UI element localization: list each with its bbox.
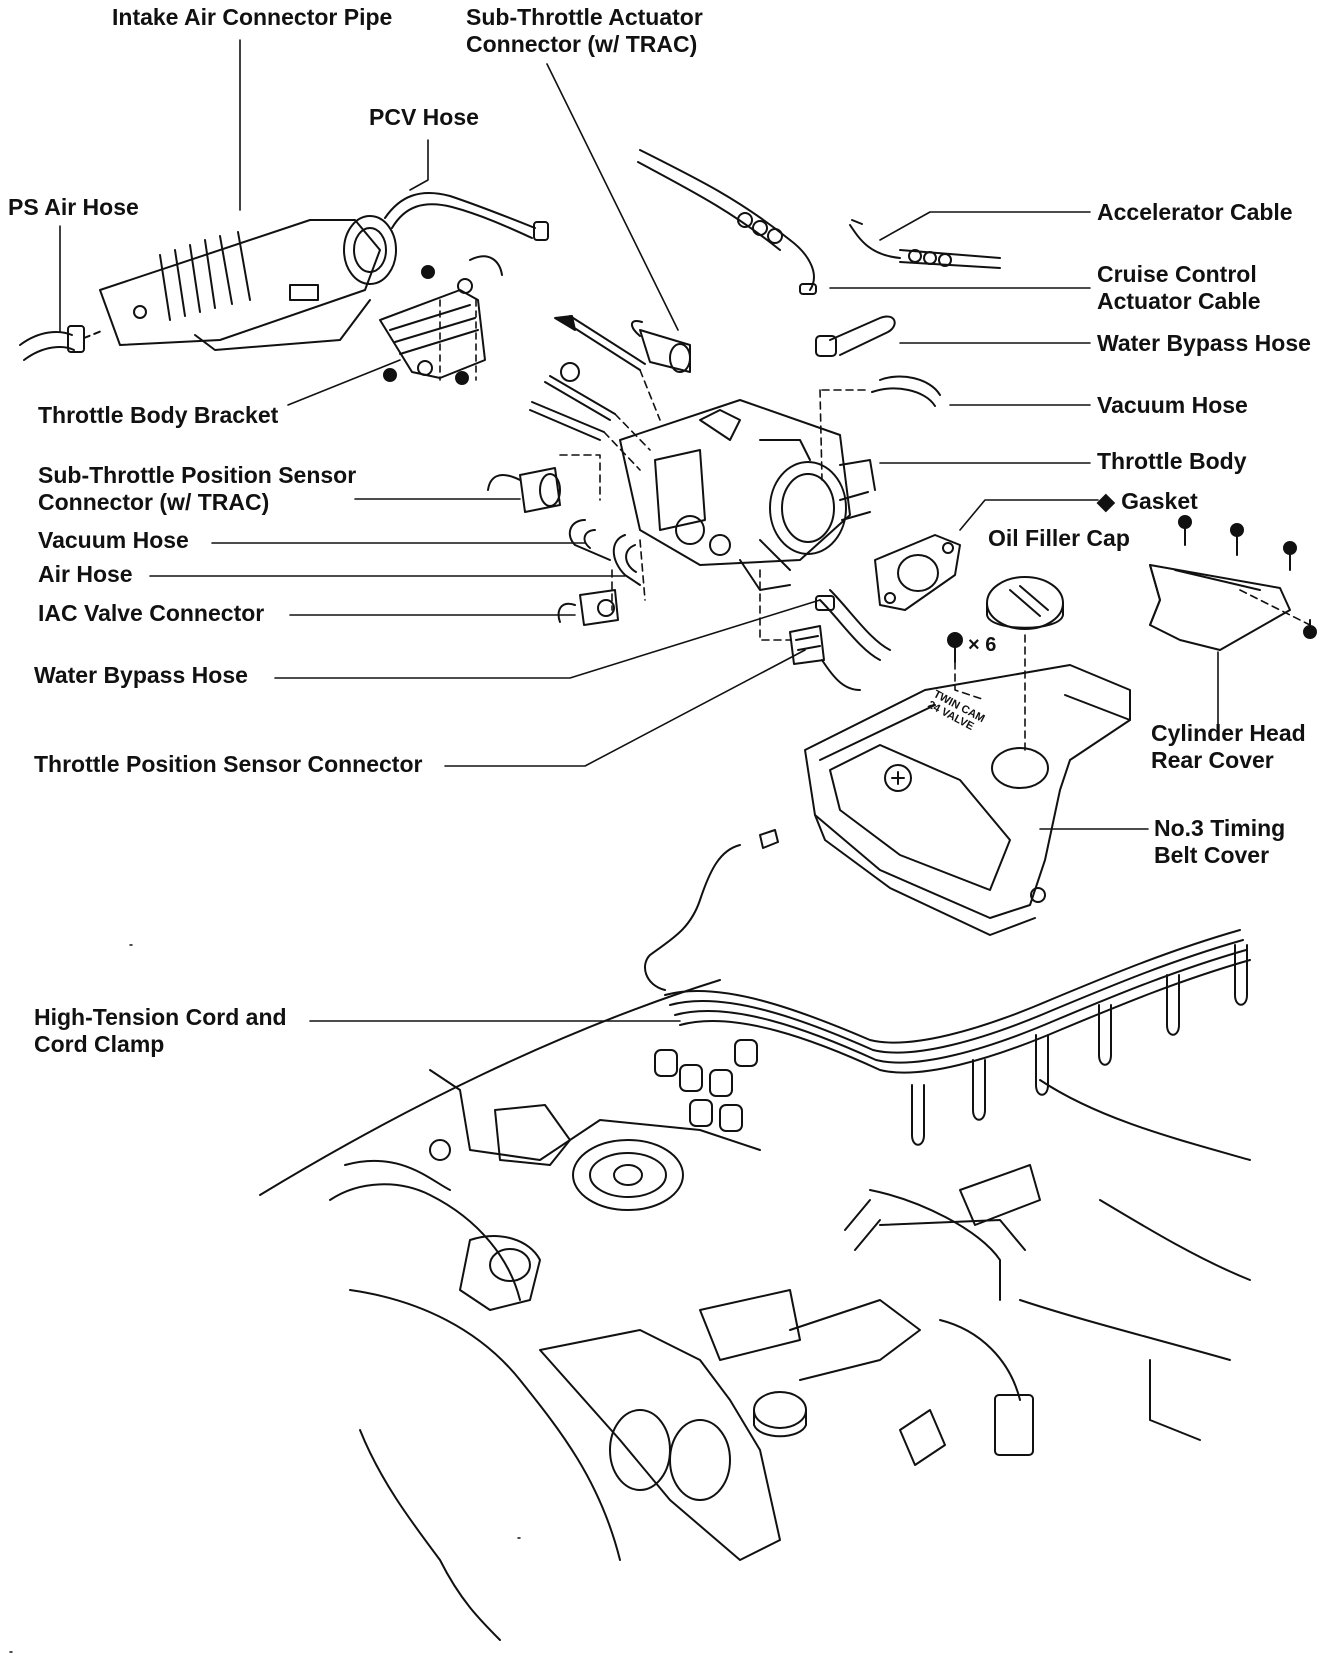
oil-filler-cap [986,576,1064,630]
label-gasket: ◆ Gasket [1097,488,1198,514]
timing-belt-cover [804,664,1131,936]
sub-throttle-actuator-connector [631,320,691,373]
gasket [874,534,961,611]
label-line-1: Sub-Throttle Position Sensor [38,462,357,488]
label-line-1: High-Tension Cord and [34,1004,287,1030]
label-line-2: Connector (w/ TRAC) [466,31,698,57]
label-vacuum-hose-left: Vacuum Hose [38,527,189,553]
leader-throttle-body-bracket [287,359,401,406]
bolts [529,315,661,471]
cylinder-head-rear-cover [1149,515,1317,651]
cover-bolts [947,632,1026,751]
throttle-body-assembly [619,399,876,591]
leader-sub-throttle-actuator [546,63,679,331]
label-line-2: Belt Cover [1154,842,1270,868]
leader-lines [59,39,1219,1022]
spark-plug-caps-right [911,944,1248,1146]
label-accelerator-cable: Accelerator Cable [1097,199,1293,225]
leader-water-bypass-hose-left [274,599,821,679]
label-sub-throttle-actuator-connector: Sub-Throttle Actuator Connector (w/ TRAC… [466,4,703,58]
leader-throttle-position-sensor [444,649,806,767]
label-line-2: Cord Clamp [34,1031,165,1057]
label-water-bypass-hose-left: Water Bypass Hose [34,662,248,688]
leader-accelerator-cable [879,211,1091,241]
label-line-1: Sub-Throttle Actuator [466,4,703,30]
label-vacuum-hose-right: Vacuum Hose [1097,392,1248,418]
leader-gasket [959,499,1099,531]
label-water-bypass-hose-right: Water Bypass Hose [1097,330,1311,356]
label-line-2: Actuator Cable [1097,288,1261,314]
label-oil-filler-cap: Oil Filler Cap [988,525,1130,551]
label-bolt-count: × 6 [968,634,997,656]
intake-air-connector-pipe [19,215,397,361]
label-air-hose: Air Hose [38,561,133,587]
pcv-hose [384,192,549,241]
decorative-marks [9,944,521,1653]
label-line-2: Connector (w/ TRAC) [38,489,270,515]
throttle-body-bracket [379,255,503,385]
cruise-control-cable [849,219,1001,269]
label-cylinder-head-rear-cover: Cylinder Head Rear Cover [1151,720,1306,774]
engine-bay [259,979,1251,1641]
label-line-1: No.3 Timing [1154,815,1286,841]
label-high-tension-cord-and-cord-clamp: High-Tension Cord and Cord Clamp [34,1004,287,1058]
iac-valve-connector [557,589,619,626]
spark-plug-caps-left [654,1039,758,1132]
label-line-1: Cylinder Head [1151,720,1306,746]
accelerator-cable [637,149,817,295]
throttle-position-sensor-connector [789,625,861,691]
high-tension-cords [644,829,1251,1146]
label-pcv-hose: PCV Hose [369,104,479,130]
water-bypass-hose-left [759,569,891,661]
water-bypass-hose-right [815,315,896,357]
label-ps-air-hose: PS Air Hose [8,194,139,220]
label-iac-valve-connector: IAC Valve Connector [38,600,265,626]
label-intake-air-connector-pipe: Intake Air Connector Pipe [112,4,393,30]
label-cruise-control-actuator-cable: Cruise Control Actuator Cable [1097,261,1261,315]
small-hoses-left [568,519,646,611]
leader-pcv-hose [409,139,429,191]
vacuum-hose-right [819,375,941,481]
label-sub-throttle-position-sensor-connector: Sub-Throttle Position Sensor Connector (… [38,462,356,516]
label-line-2: Rear Cover [1151,747,1274,773]
sub-throttle-position-sensor-connector [487,454,601,513]
label-throttle-position-sensor-connector: Throttle Position Sensor Connector [34,751,423,777]
label-throttle-body-bracket: Throttle Body Bracket [38,402,279,428]
label-line-1: Cruise Control [1097,261,1257,287]
label-throttle-body: Throttle Body [1097,448,1247,474]
label-no3-timing-belt-cover: No.3 Timing Belt Cover [1154,815,1285,869]
